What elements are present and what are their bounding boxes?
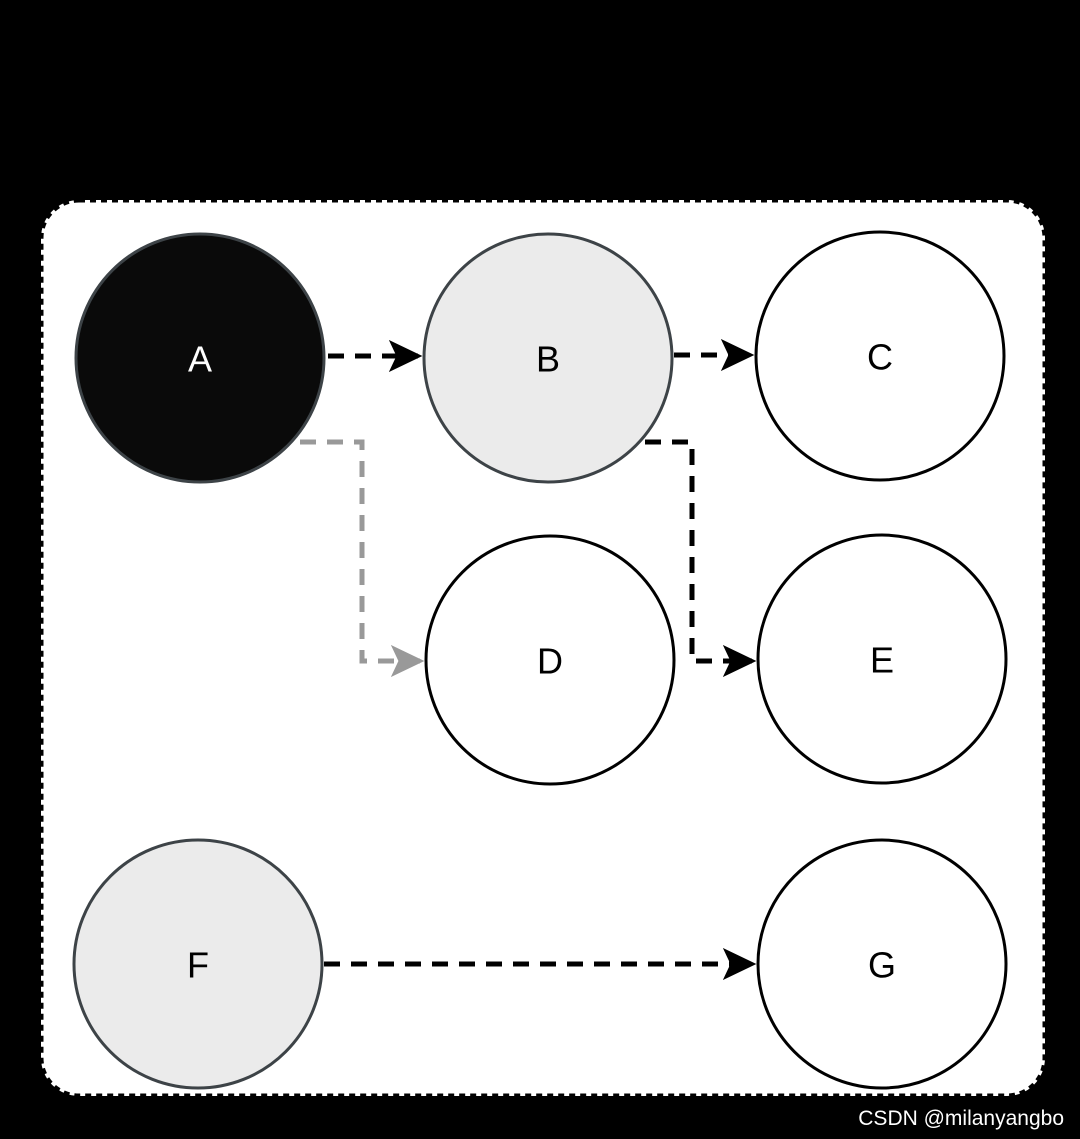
edge-layer bbox=[300, 338, 757, 981]
node-label-f: F bbox=[187, 945, 209, 986]
edge-a-d bbox=[300, 439, 425, 678]
node-circle-b bbox=[422, 232, 674, 484]
node-label-b: B bbox=[536, 339, 560, 380]
node-circle-g bbox=[756, 838, 1008, 1090]
node-label-g: G bbox=[868, 945, 896, 986]
node-b[interactable]: B bbox=[422, 232, 674, 484]
watermark-label: CSDN @milanyangbo bbox=[858, 1107, 1064, 1130]
node-circle-d bbox=[424, 534, 676, 786]
node-e[interactable]: E bbox=[756, 533, 1008, 785]
node-label-a: A bbox=[188, 339, 212, 380]
node-a[interactable]: A bbox=[74, 232, 326, 484]
node-g[interactable]: G bbox=[756, 838, 1008, 1090]
node-circle-c bbox=[754, 230, 1006, 482]
node-circle-f bbox=[72, 838, 324, 1090]
node-label-e: E bbox=[870, 640, 894, 681]
node-circle-e bbox=[756, 533, 1008, 785]
node-label-d: D bbox=[537, 641, 563, 682]
node-layer: A B C D E F G bbox=[72, 230, 1008, 1090]
node-f[interactable]: F bbox=[72, 838, 324, 1090]
node-label-c: C bbox=[867, 337, 893, 378]
node-c[interactable]: C bbox=[754, 230, 1006, 482]
node-circle-a bbox=[74, 232, 326, 484]
node-d[interactable]: D bbox=[424, 534, 676, 786]
